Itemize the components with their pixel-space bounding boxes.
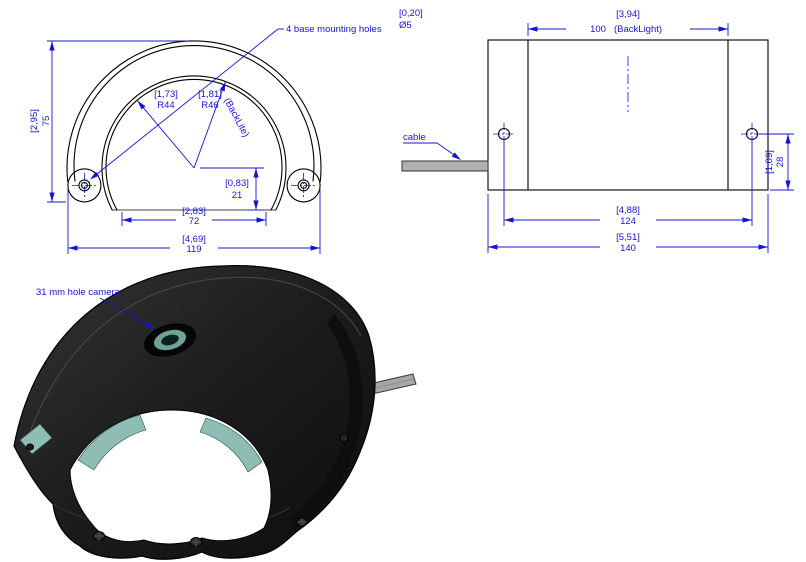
backlite-glass-left — [77, 414, 147, 471]
screw-slot — [191, 538, 201, 547]
dim-width-140: [5,51] 140 — [487, 194, 769, 254]
dim-value-mm: 119 — [186, 244, 201, 255]
leader-line — [99, 297, 153, 328]
hole-dia-inch: [0,20] — [399, 8, 423, 19]
arrowhead — [68, 245, 78, 251]
dim-value-inch: [0,83] — [225, 178, 249, 189]
arrowhead — [785, 134, 791, 144]
dim-backlight-100: [3,94] 100 (BackLight) — [527, 9, 729, 36]
note-text: 4 base mounting holes — [286, 24, 382, 35]
dim-height-75: [2,95] 75 — [29, 40, 188, 203]
body-outline — [487, 39, 769, 191]
dim-value-mm: 100 — [590, 24, 606, 35]
arrowhead — [253, 168, 259, 178]
dim-value-inch: [3,94] — [616, 9, 640, 20]
left-hole-centermark — [72, 173, 97, 198]
foot-screws — [93, 433, 349, 547]
arrowhead — [253, 200, 259, 210]
right-hole-centermark — [291, 173, 316, 198]
backlite-glass-right — [199, 417, 263, 473]
camera-hole — [144, 323, 196, 357]
arrowhead — [742, 217, 752, 223]
screw-slot — [94, 532, 104, 541]
dim-value-mm: 28 — [775, 157, 786, 168]
dim-value-mm: 124 — [620, 216, 636, 227]
iso-view: 31 mm hole camera — [13, 265, 417, 560]
leader-line — [193, 81, 226, 169]
front-view: [2,95] 75 [1,73] R44 [1,81] R46 (BackLit… — [29, 8, 423, 255]
screw — [339, 433, 349, 443]
dim-radius-r44: [1,73] R44 — [135, 89, 195, 169]
arrowhead — [504, 217, 514, 223]
dim-height-28: [1,09] 28 — [759, 133, 794, 191]
arrowhead — [256, 217, 266, 223]
outer-step-arc — [73, 45, 315, 182]
cable-callout: cable — [403, 132, 463, 163]
dim-value-inch: [1,81] — [198, 89, 222, 100]
dim-value-mm: 21 — [232, 190, 243, 201]
dim-width-119: [4,69] 119 — [67, 188, 321, 255]
inner-arc-r46 — [101, 75, 287, 211]
camera-hole-note: 31 mm hole camera — [36, 287, 157, 332]
dim-value-inch: [1,73] — [154, 89, 178, 100]
leader-line — [137, 100, 195, 169]
dim-value-inch: [2,95] — [29, 109, 40, 133]
end-face-shading — [288, 314, 363, 530]
arrowhead — [758, 244, 768, 250]
mounting-holes-note: 4 base mounting holes [0,20] Ø5 — [88, 8, 423, 182]
dim-value-inch: [1,09] — [764, 150, 775, 174]
leader-line — [91, 28, 279, 179]
arrowhead — [528, 26, 538, 32]
top-edge-highlight — [29, 276, 362, 433]
outer-arc — [66, 40, 322, 182]
screw-slot — [297, 518, 307, 526]
dim-spacing-124: [4,88] 124 — [503, 141, 753, 227]
arrowhead — [310, 245, 320, 251]
dim-value-mm: 75 — [41, 116, 52, 127]
backlite-note: (BackLite) — [221, 96, 251, 139]
dim-width-72: [2,83] 72 — [121, 206, 267, 227]
dim-value-inch: [4,69] — [182, 234, 206, 245]
arrowhead — [49, 41, 55, 51]
dim-value-inch: [5,51] — [616, 232, 640, 243]
dim-value-inch: [4,88] — [616, 205, 640, 216]
dim-value-mm: R44 — [157, 100, 174, 111]
left-tip-screw — [26, 443, 34, 451]
dim-value-mm: 140 — [620, 243, 636, 254]
note-text: 31 mm hole camera — [36, 287, 121, 298]
backlight-note: (BackLight) — [614, 24, 662, 35]
side-view: [3,94] 100 (BackLight) cable [4,88] 124 — [401, 9, 794, 254]
dim-drop-21: [0,83] 21 — [200, 167, 264, 211]
inner-arc-r44 — [105, 78, 283, 211]
dim-value-mm: 72 — [189, 216, 200, 227]
left-foot-boss — [67, 168, 102, 203]
cable-label: cable — [403, 132, 426, 143]
arrowhead — [785, 180, 791, 190]
arrowhead — [718, 26, 728, 32]
cable — [401, 160, 489, 172]
dim-value-mm: R46 — [201, 100, 218, 111]
arrowhead — [49, 192, 55, 202]
right-foot-boss — [286, 168, 321, 203]
dim-value-inch: [2,83] — [182, 206, 206, 217]
camera-lens — [161, 334, 179, 346]
hole-dia-mm: Ø5 — [399, 20, 412, 31]
arrowhead — [488, 244, 498, 250]
arrowhead — [122, 217, 132, 223]
